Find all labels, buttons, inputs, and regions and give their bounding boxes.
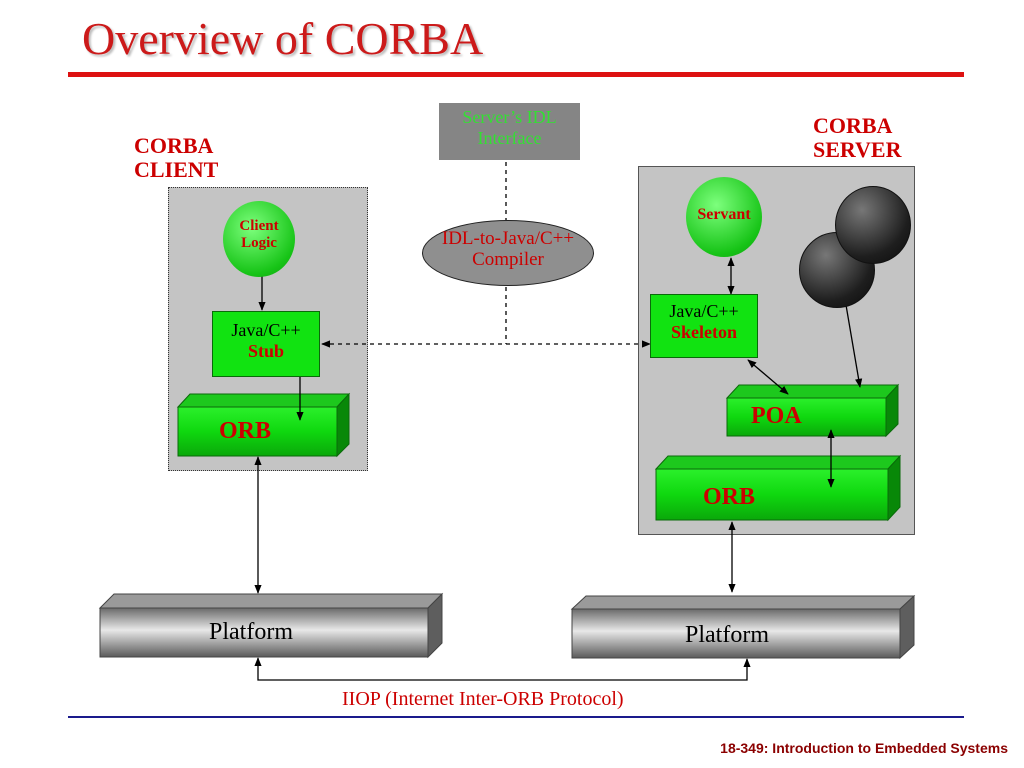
- server-skeleton-box: Java/C++ Skeleton: [650, 294, 758, 358]
- client-logic-ball: [223, 201, 295, 277]
- servant-label: Servant: [697, 206, 751, 223]
- client-stub-box: Java/C++ Stub: [212, 311, 320, 377]
- client-logic-line1: Client: [239, 218, 279, 234]
- iiop-connector-arrow: [254, 657, 751, 681]
- server-heading: CORBA SERVER: [813, 114, 901, 162]
- server-object-ball: [835, 186, 911, 264]
- client-platform-label: Platform: [209, 619, 293, 645]
- compiler-line1: IDL-to-Java/C++: [441, 228, 575, 249]
- compiler-line2: Compiler: [472, 249, 544, 270]
- idl-interface-line1: Server’s IDL: [462, 107, 557, 127]
- footer-text: 18-349: Introduction to Embedded Systems: [720, 740, 1008, 756]
- server-orb-block: [654, 454, 902, 522]
- client-platform-block: [98, 592, 444, 659]
- skeleton-poa-arrow: [747, 359, 789, 395]
- stub-line2: Stub: [247, 341, 285, 361]
- poa-label: POA: [751, 403, 802, 429]
- client-heading-line2: CLIENT: [134, 157, 219, 182]
- server-platform-label: Platform: [685, 622, 769, 648]
- title-underline: [68, 72, 964, 77]
- client-logic-line2: Logic: [241, 235, 277, 251]
- servant-ball: [686, 177, 762, 257]
- idl-compiler-ellipse: IDL-to-Java/C++ Compiler: [422, 220, 594, 286]
- stub-line1: Java/C++: [231, 320, 301, 340]
- server-heading-line2: SERVER: [813, 137, 902, 162]
- client-logic-label: Client Logic: [223, 218, 295, 252]
- iiop-label: IIOP (Internet Inter-ORB Protocol): [342, 688, 624, 710]
- server-platform-block: [570, 594, 916, 660]
- server-heading-line1: CORBA: [813, 113, 893, 138]
- skeleton-line2: Skeleton: [670, 322, 737, 342]
- footer-rule: [68, 716, 964, 718]
- idl-interface-box: Server’s IDL Interface: [439, 103, 580, 160]
- client-heading-line1: CORBA: [134, 133, 214, 158]
- poa-block: [725, 383, 900, 438]
- slide-title: Overview of CORBA: [82, 13, 484, 64]
- object-poa-arrow: [845, 304, 863, 388]
- idl-interface-line2: Interface: [477, 128, 542, 148]
- skeleton-line1: Java/C++: [669, 301, 739, 321]
- client-heading: CORBA CLIENT: [134, 134, 218, 182]
- server-orb-label: ORB: [703, 484, 756, 510]
- client-orb-block: [176, 392, 351, 458]
- client-orb-label: ORB: [219, 418, 272, 444]
